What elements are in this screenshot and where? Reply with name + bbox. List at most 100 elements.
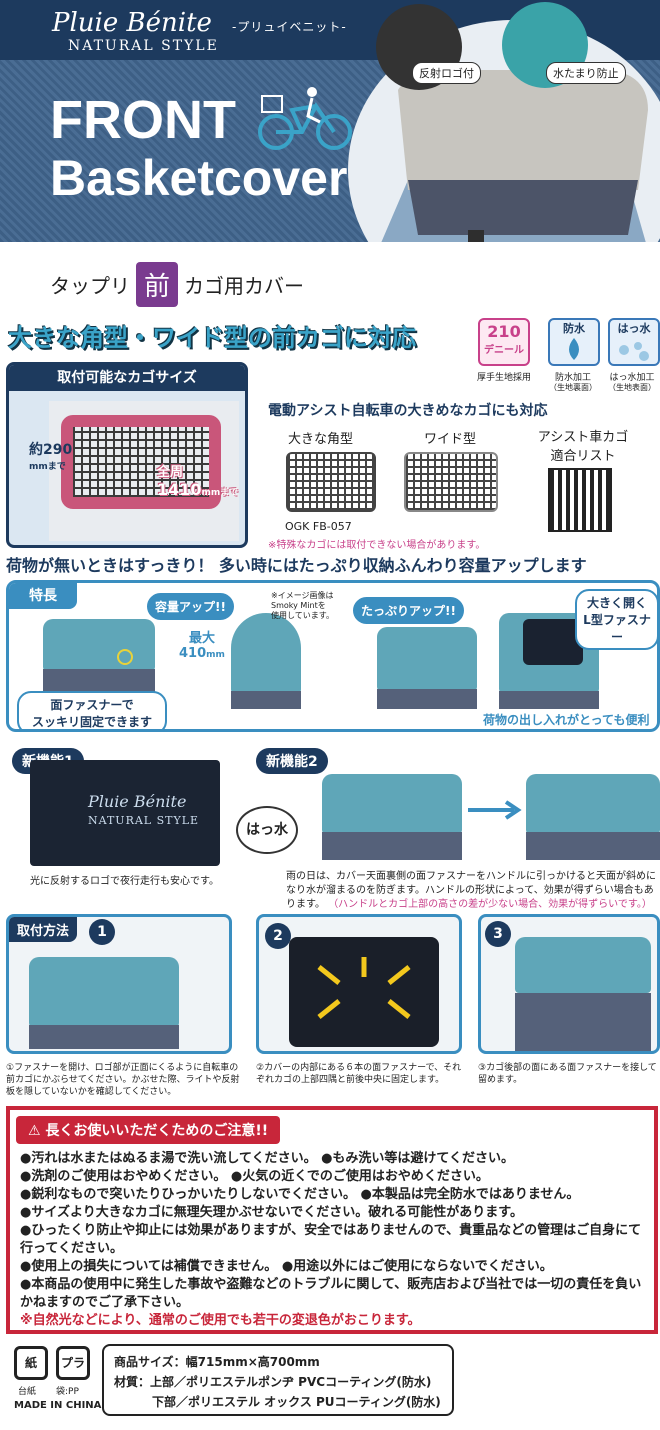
- type-wide-label: ワイド型: [424, 432, 477, 447]
- repel-cover-image-2: [526, 774, 660, 834]
- recycle-plastic-label: 袋:PP: [56, 1387, 79, 1397]
- denier-value: 210: [487, 322, 521, 341]
- basket-height-label: 約290 mmまで: [29, 439, 72, 472]
- type-square-label: 大きな角型: [288, 432, 354, 447]
- waterproof-caption: 防水加工: [554, 373, 591, 383]
- material-lower: 下部／ポリエステル オックス PUコーティング(防水): [152, 1395, 441, 1409]
- basket-support-heading: 大きな角型・ワイド型の前カゴに対応: [8, 318, 416, 353]
- step-3-number: 3: [485, 921, 511, 947]
- tagline-post: カゴ用カバー: [184, 274, 305, 298]
- step-2-number: 2: [265, 923, 291, 949]
- special-basket-note: ※特殊なカゴには取付できない場合があります。: [268, 540, 486, 551]
- feature-tab: 特長: [9, 583, 77, 609]
- step-1-caption: ①ファスナーを開け、ロゴ部が正面にくるように自転車の前カゴにかぶらせてください。…: [6, 1063, 240, 1097]
- step-1-number: 1: [89, 919, 115, 945]
- capacity-heading: 荷物が無いときはすっきり！ 多い時にはたっぷり収納ふんわり容量アップします: [6, 556, 587, 575]
- step-3-caption: ③カゴ後部の面にある面ファスナーを接して留めます。: [478, 1063, 657, 1085]
- reflective-logo-photo: Pluie Bénite NATURAL STYLE: [30, 760, 220, 866]
- step-2-caption: ②カバーの内部にある６本の面ファスナーで、それぞれカゴの上部四隅と前後中央に固定…: [256, 1063, 462, 1085]
- new-feature-2-label: 新機能2: [256, 748, 328, 774]
- caution-last-line: ※自然光などにより、通常のご使用でも若干の変退色がおこります。: [20, 1313, 421, 1328]
- tagline: タップリ 前 カゴ用カバー: [50, 262, 304, 307]
- basket-outline: [61, 415, 221, 509]
- cover-expanded-image: [231, 613, 301, 693]
- recycle-plastic-icon: プラ: [56, 1346, 90, 1380]
- cover-full-base: [377, 689, 477, 709]
- install-step-2: 2: [256, 914, 462, 1054]
- denier-spec: 210 デニール: [478, 318, 530, 366]
- l-fastener-callout: 大きく開く L型ファスナー: [575, 589, 657, 650]
- caution-line: ●鋭利なもので突いたりひっかいたりしないでください。 ●本製品は完全防水ではあり…: [20, 1187, 580, 1202]
- max-label: 最大: [188, 631, 215, 646]
- brand-kana: -プリュイベニット-: [232, 20, 347, 34]
- water-beads-icon: [619, 342, 649, 361]
- step-1-image: [29, 957, 179, 1027]
- waterproof-spec: 防水: [548, 318, 600, 366]
- badge-puddle-label: 水たまり防止: [546, 62, 626, 84]
- recycle-paper-label: 台紙: [18, 1387, 37, 1397]
- install-step-3: 3: [478, 914, 660, 1054]
- product-size: 商品サイズ：幅715mm×高700mm: [114, 1355, 320, 1369]
- basket-height-value: 約290: [29, 442, 73, 458]
- water-drop-icon: [569, 338, 579, 360]
- basket-around-label: 全周 1410mmまで: [157, 461, 238, 499]
- recycle-paper-icon: 紙: [14, 1346, 48, 1380]
- brand-subtitle: NATURAL STYLE: [68, 38, 219, 54]
- caution-line: ●サイズより大きなカゴに無理矢理かぶせないでください。破れる可能性があります。: [20, 1205, 524, 1220]
- made-in-label: MADE IN CHINA: [14, 1400, 102, 1411]
- repel-label: はっ水: [617, 322, 651, 335]
- capacity-up-label: 容量アップ!!: [147, 593, 234, 620]
- header-banner: Pluie Bénite -プリュイベニット- NATURAL STYLE FR…: [0, 0, 660, 242]
- caution-line: ●本商品の使用中に発生した事故や盗難などのトラブルに関して、販売店および当社では…: [20, 1277, 642, 1310]
- image-note-line3: 使用しています。: [271, 611, 334, 620]
- arrow-right-icon: [468, 800, 522, 820]
- repel-cover-image-1: [322, 774, 462, 834]
- basket-height-unit: mmまで: [29, 462, 66, 472]
- caution-line: ●洗剤のご使用はおやめください。 ●火気の近くでのご使用はおやめください。: [20, 1169, 489, 1184]
- assist-list-line2: 適合リスト: [550, 449, 616, 464]
- basket-size-box: 取付可能なカゴサイズ 約290 mmまで 全周 1410mmまで: [6, 362, 248, 548]
- denier-unit: デニール: [484, 345, 524, 356]
- title-basketcover: Basketcover: [50, 150, 348, 206]
- max-value: 410: [179, 646, 207, 661]
- step-3-image: [515, 937, 651, 993]
- tagline-pre: タップリ: [50, 274, 130, 298]
- repel-spec: はっ水: [608, 318, 660, 366]
- fastener-line1: 面ファスナーで: [50, 698, 134, 712]
- basket-around-value: 1410: [157, 480, 202, 499]
- tagline-mark: 前: [136, 262, 179, 307]
- caution-line: ●汚れは水またはぬるま湯で洗い流してください。 ●もみ洗い等は避けてください。: [20, 1151, 515, 1166]
- material-upper: 材質：上部／ポリエステルポンヂ PVCコーティング(防水): [114, 1375, 432, 1389]
- qr-code[interactable]: [548, 468, 612, 532]
- new-feature-2-caption: 雨の日は、カバー天面裏側の面ファスナーをハンドルに引っかけると天面が斜めになり水…: [286, 870, 660, 912]
- cover-full-image: [377, 627, 477, 691]
- wide-basket-image: [404, 452, 498, 512]
- nf2-caption-text: 雨の日は、カバー天面裏側の面ファスナーをハンドルに引っかけると天面が斜めになり水…: [286, 871, 656, 910]
- title-front: FRONT: [50, 90, 236, 150]
- cover-flat-image: [43, 619, 155, 671]
- product-photo: [348, 20, 660, 242]
- install-step-1: 取付方法 1: [6, 914, 232, 1054]
- repel-cover-base-2: [526, 832, 660, 860]
- caution-list: ●汚れは水またはぬるま湯で洗い流してください。 ●もみ洗い等は避けてください。 …: [20, 1150, 650, 1330]
- cover-opening: [523, 619, 583, 665]
- repel-cover-base-1: [322, 832, 462, 860]
- brand-logo: Pluie Bénite: [52, 8, 212, 38]
- denier-caption: 厚手生地採用: [476, 373, 531, 383]
- assist-heading: 電動アシスト自転車の大きめなカゴにも対応: [268, 403, 548, 419]
- fastener-marker: [117, 649, 133, 665]
- open-line1: 大きく開く: [586, 596, 647, 610]
- basket-model: OGK FB-057: [285, 520, 352, 533]
- photo-brand-sub: NATURAL STYLE: [88, 814, 200, 827]
- max-unit: mm: [206, 650, 225, 660]
- fastener-line2: スッキリ固定できます: [31, 715, 152, 729]
- basket-support-heading-text: 大きな角型・ワイド型の前カゴに対応: [8, 324, 416, 352]
- assist-list-title: アシスト車カゴ 適合リスト: [536, 426, 630, 464]
- caution-line: ●ひったくり防止や抑止には効果がありますが、安全ではありませんので、貴重品などの…: [20, 1223, 642, 1256]
- assist-list-line1: アシスト車カゴ: [537, 430, 629, 445]
- image-note-line1: ※イメージ画像は: [271, 591, 334, 600]
- cover-flat-base: [43, 669, 155, 693]
- feature-box: 特長 面ファスナーで スッキリ固定できます 容量アップ!! 最大 410mm ※…: [6, 580, 660, 732]
- square-basket-image: [286, 452, 376, 512]
- caution-line: ●使用上の損失については補償できません。 ●用途以外にはご使用にならないでくださ…: [20, 1259, 553, 1274]
